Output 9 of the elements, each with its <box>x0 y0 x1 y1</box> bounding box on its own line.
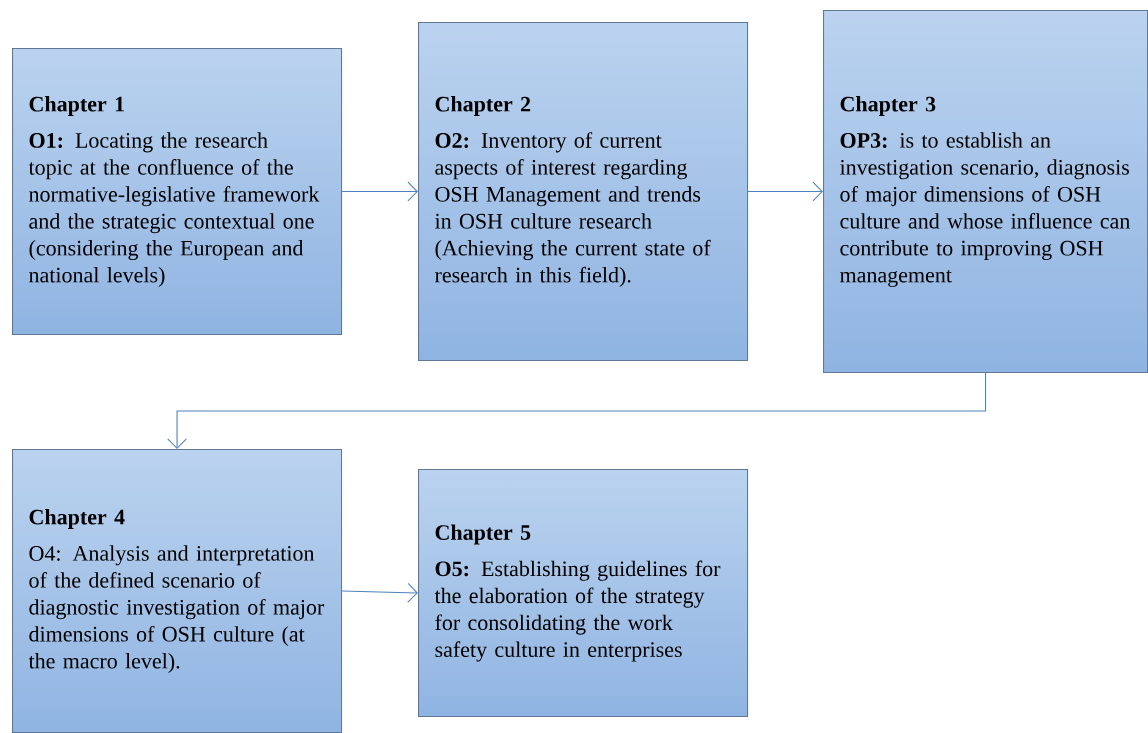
arrow <box>747 181 823 202</box>
arrow <box>341 582 418 603</box>
arrow <box>167 372 987 449</box>
arrow <box>341 181 418 202</box>
chapter-box: Chapter 1 O1: Locating the research topic at the confluence of the normative-legislative framework and the strategic contextual one (considering the European and national levels) <box>12 48 343 336</box>
chapter-box: Chapter 3 OP3: is to establish an investigation scenario, diagnosis of major dimensions of OSH culture and whose influence can contribute to improving OSH management <box>823 10 1148 374</box>
chapter-box: Chapter 5 O5: Establishing guidelines for the elaboration of the strategy for consolidating the work safety culture in enterprises <box>418 469 749 718</box>
chapter-box: Chapter 2 O2: Inventory of current aspects of interest regarding OSH Management and trends in OSH culture research (Achieving the current state of research in this field). <box>418 22 749 362</box>
chapter-box: Chapter 4 O4: Analysis and interpretation of the defined scenario of diagnostic investigation of major dimensions of OSH culture (at the macro level). <box>12 449 343 733</box>
